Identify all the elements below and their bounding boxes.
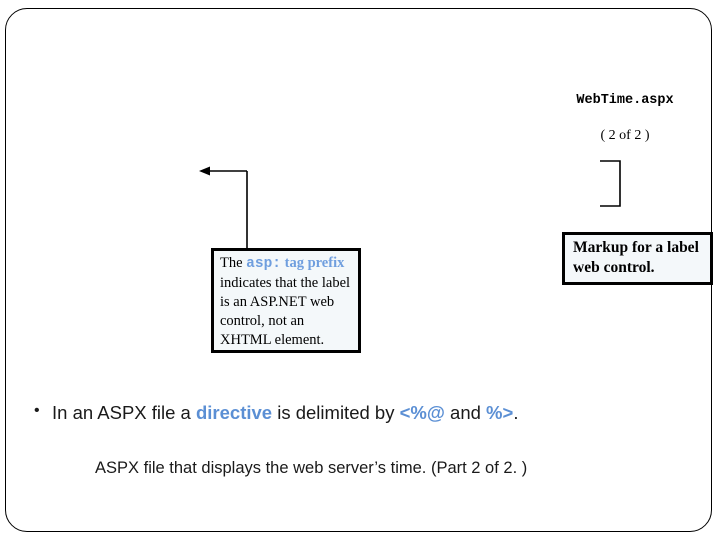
- file-part-label: ( 2 of 2 ): [600, 128, 650, 143]
- bullet-marker-icon: •: [34, 402, 40, 419]
- callout-left-text-after: indicates that the label is an ASP.NET w…: [220, 274, 351, 348]
- bullet-point-directive: • In an ASPX file a directive is delimite…: [34, 402, 694, 424]
- bullet-highlight-directive: directive: [195, 402, 273, 423]
- bullet-highlight-close-delimiter: %>: [486, 402, 514, 423]
- bullet-text-part3: and: [444, 402, 487, 423]
- callout-box-asp-tag-prefix: The asp: tag prefix indicates that the l…: [211, 248, 361, 353]
- connector-arrow-left: [196, 160, 266, 260]
- callout-left-text-before: The: [220, 255, 247, 271]
- callout-left-keyword: asp:: [246, 256, 281, 272]
- bullet-text-part2: is delimited by: [272, 402, 400, 423]
- bullet-text-part4: .: [513, 402, 519, 423]
- file-name-label: WebTime.aspx: [576, 93, 674, 108]
- bullet-highlight-open-delimiter: <%@: [399, 402, 445, 423]
- figure-caption: ASPX file that displays the web server’s…: [95, 459, 528, 477]
- connector-bracket-right: [596, 157, 636, 222]
- bullet-text-part1: In an ASPX file a: [52, 402, 196, 423]
- callout-left-keyword-sub: tag prefix: [280, 255, 345, 271]
- callout-box-markup-label: Markup for a label web control.: [562, 232, 713, 285]
